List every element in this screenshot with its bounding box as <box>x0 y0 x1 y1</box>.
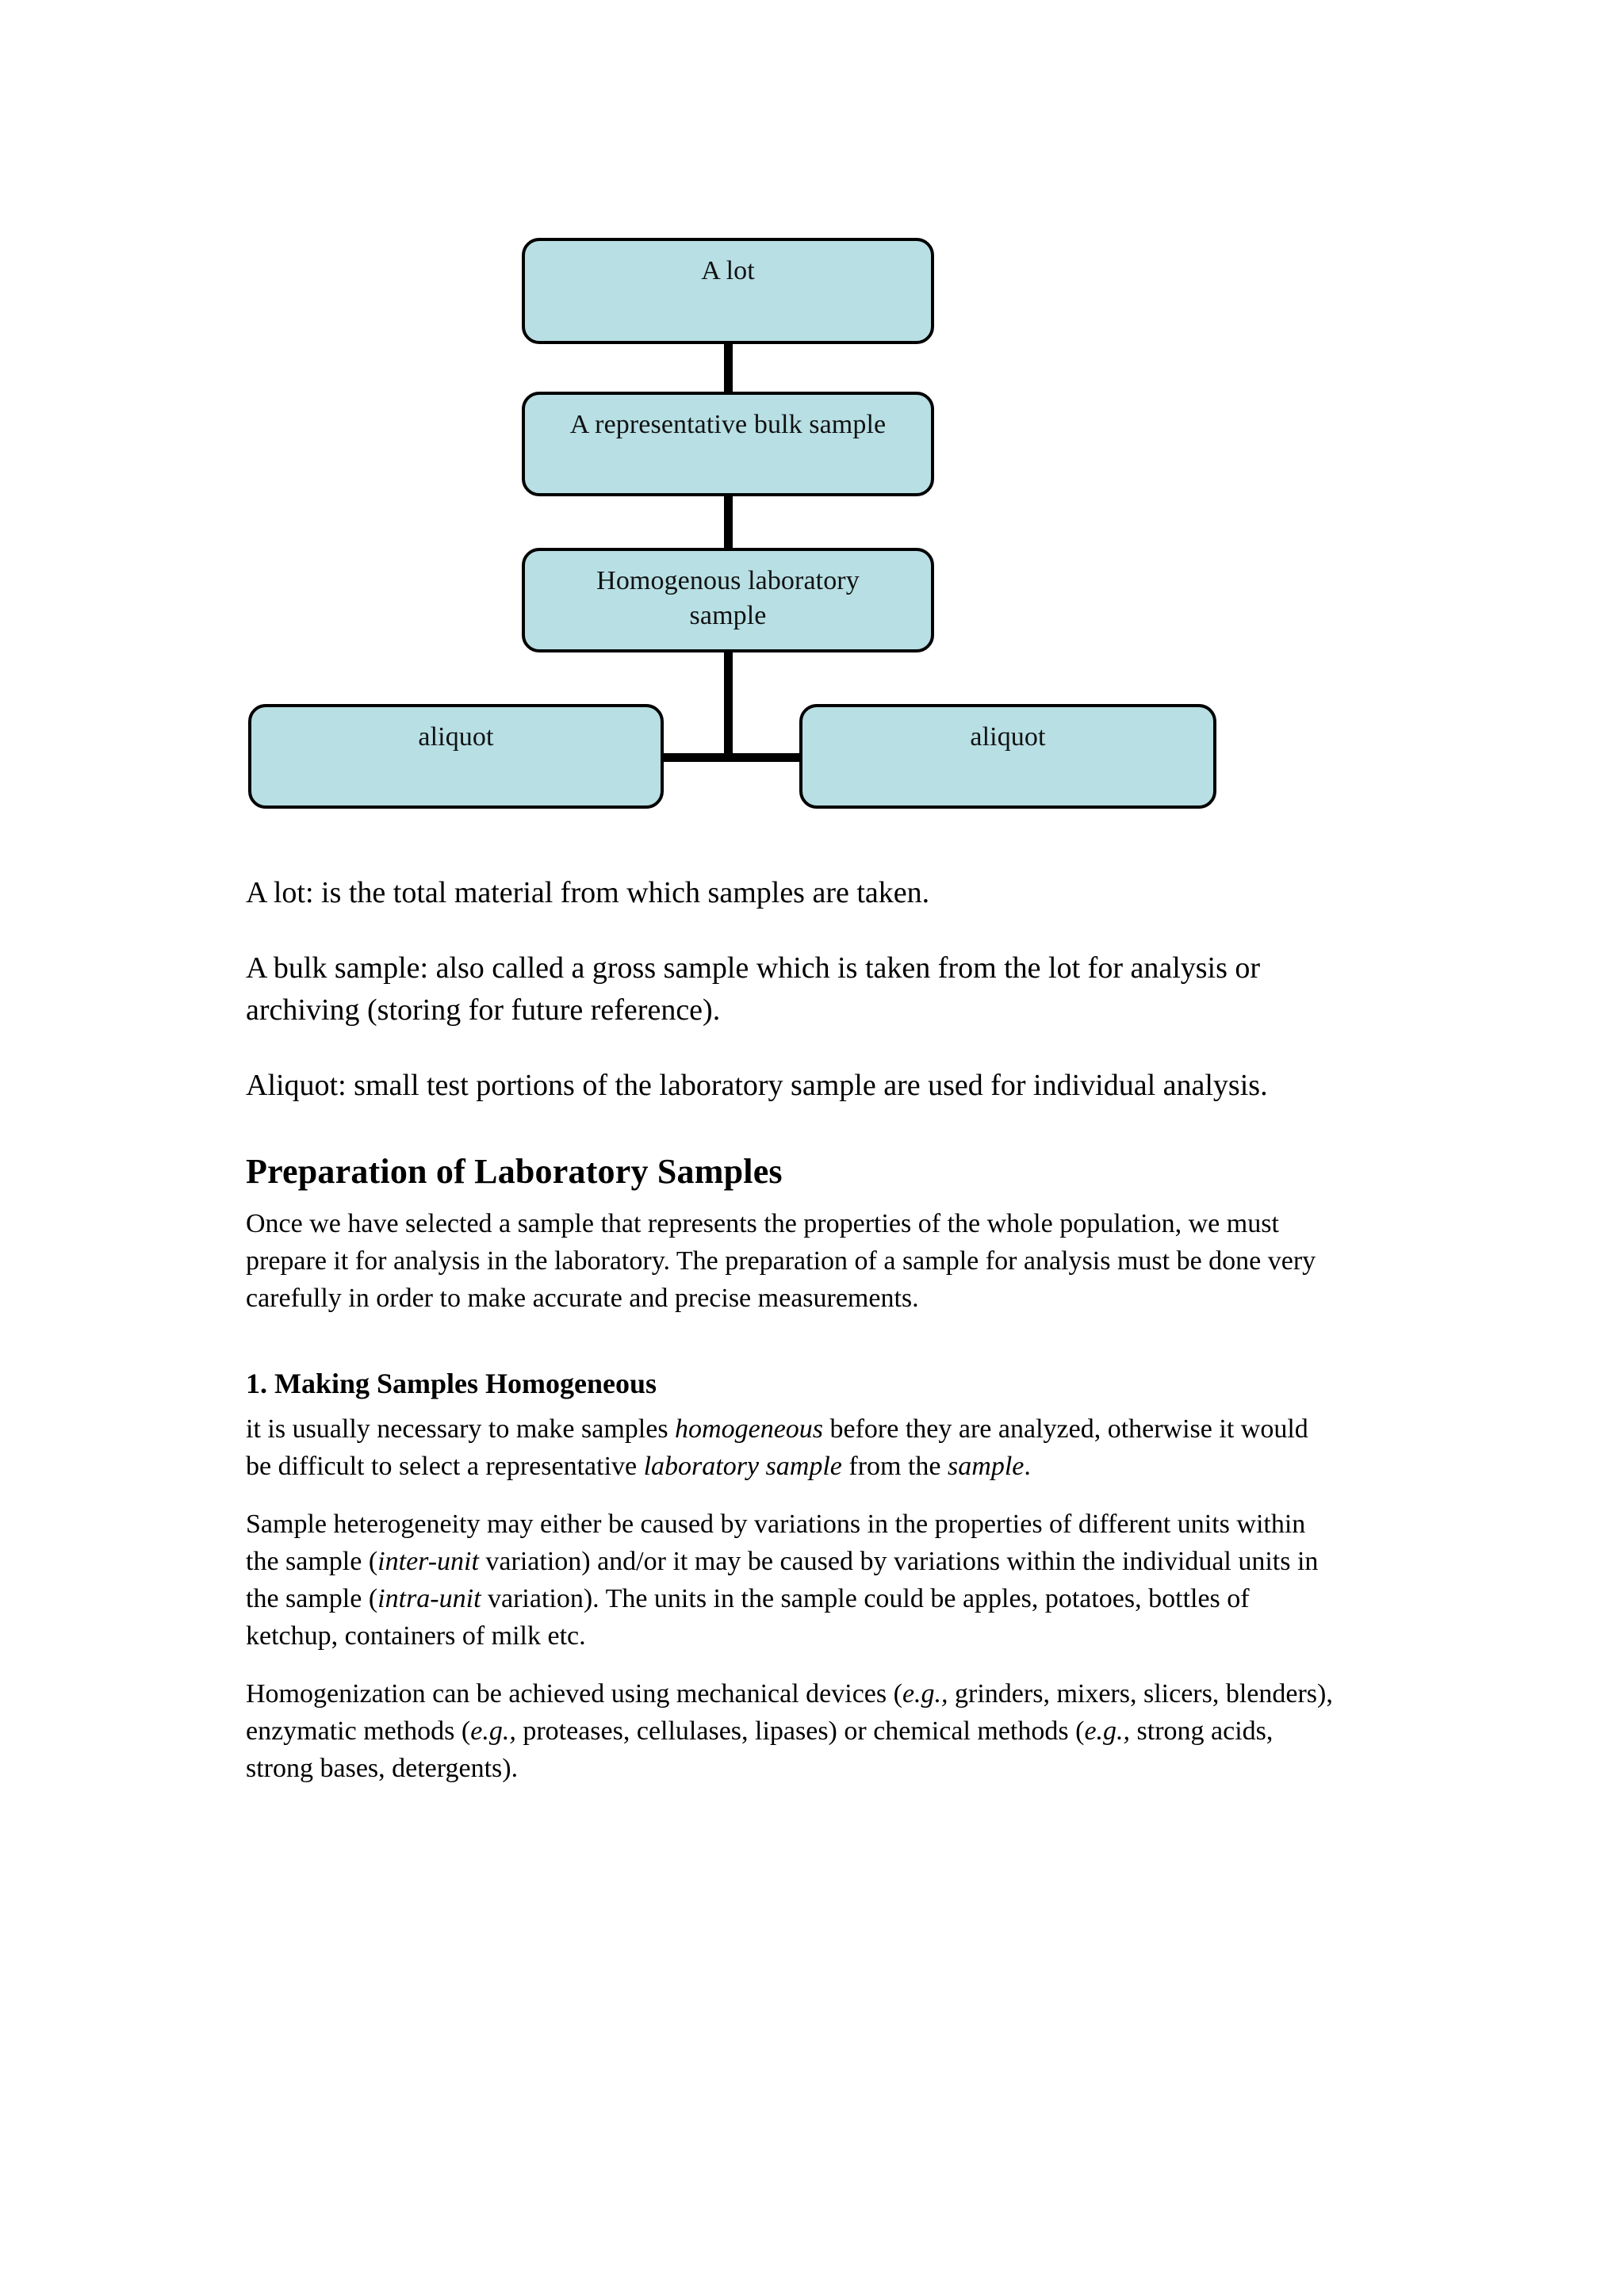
emphasis-inter-unit: inter-unit <box>377 1547 479 1576</box>
flowchart-node-bulk-sample: A representative bulk sample <box>522 392 934 496</box>
text-run: it is usually necessary to make samples <box>246 1414 676 1444</box>
flowchart-node-lot-label: A lot <box>701 256 755 285</box>
connector-bulk-to-homogenous <box>724 493 733 550</box>
text-run: Homogenization can be achieved using mec… <box>246 1679 902 1709</box>
emphasis-sample: sample <box>948 1452 1025 1481</box>
flowchart-node-homogenous-laboratory-sample: Homogenous laboratory sample <box>522 548 934 652</box>
paragraph-preparation-intro: Once we have selected a sample that repr… <box>246 1209 1316 1313</box>
flowchart-node-aliquot-left: aliquot <box>248 704 664 809</box>
emphasis-eg-1: e.g., <box>902 1679 948 1709</box>
section-heading-preparation: Preparation of Laboratory Samples <box>246 1152 783 1191</box>
definition-aliquot: Aliquot: small test portions of the labo… <box>246 1069 1268 1102</box>
flowchart-node-aliquot-right-label: aliquot <box>970 722 1046 752</box>
paragraph-sample-heterogeneity: Sample heterogeneity may either be cause… <box>246 1506 1340 1655</box>
flowchart-node-bulk-sample-label: A representative bulk sample <box>569 410 887 439</box>
text-run: before they are analyzed, otherwise it w… <box>246 1414 1308 1481</box>
text-run: grinders, mixers, slicers, blenders), en… <box>246 1679 1333 1746</box>
flowchart-node-lot: A lot <box>522 238 934 344</box>
text-run: proteases, cellulases, lipases) or chemi… <box>515 1716 1085 1746</box>
connector-split-bar <box>661 753 803 762</box>
connector-homogenous-to-split <box>724 649 733 762</box>
flowchart-node-aliquot-right: aliquot <box>799 704 1216 809</box>
text-run: Sample heterogeneity may either be cause… <box>246 1510 1306 1576</box>
flowchart-node-homogenous-laboratory-sample-label: Homogenous laboratory sample <box>525 551 931 633</box>
emphasis-eg-3: e.g., <box>1084 1716 1131 1746</box>
homogenous-label-line-2: sample <box>689 601 767 630</box>
emphasis-intra-unit: intra-unit <box>377 1584 481 1613</box>
connector-lot-to-bulk <box>724 341 733 395</box>
sampling-hierarchy-flowchart: A lot A representative bulk sample Homog… <box>0 0 1624 825</box>
text-run: from the <box>841 1452 948 1481</box>
emphasis-homogeneous: homogeneous <box>675 1414 824 1444</box>
text-run: . <box>1024 1452 1031 1481</box>
flowchart-node-aliquot-left-label: aliquot <box>418 722 494 752</box>
paragraph-homogeneous-necessity: it is usually necessary to make samples … <box>246 1410 1340 1485</box>
section-heading-making-samples-homogeneous: 1. Making Samples Homogeneous <box>246 1368 657 1399</box>
text-run: variation) and/or it may be caused by va… <box>246 1547 1319 1613</box>
emphasis-eg-2: e.g., <box>470 1716 516 1746</box>
paragraph-homogenization-methods: Homogenization can be achieved using mec… <box>246 1675 1340 1787</box>
homogenous-label-line-1: Homogenous laboratory <box>596 566 860 595</box>
text-run: variation). The units in the sample coul… <box>246 1584 1250 1651</box>
document-body: A lot: is the total material from which … <box>246 872 1340 1808</box>
emphasis-laboratory-sample: laboratory sample <box>643 1452 842 1481</box>
text-run: strong acids, strong bases, detergents). <box>246 1716 1274 1783</box>
definition-bulk-sample: A bulk sample: also called a gross sampl… <box>246 951 1261 1027</box>
definition-lot: A lot: is the total material from which … <box>246 876 930 909</box>
